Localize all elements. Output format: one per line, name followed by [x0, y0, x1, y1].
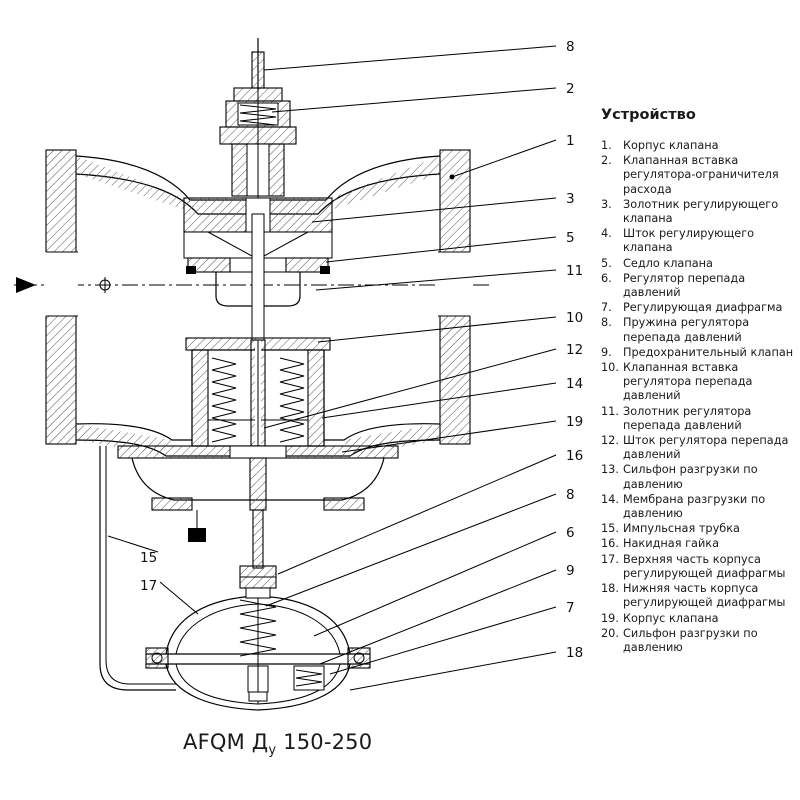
callout-number: 19 [566, 414, 583, 430]
top-stem-assembly [219, 38, 297, 200]
union-nut [239, 565, 277, 599]
flow-limiter-insert [183, 197, 333, 341]
callout-number: 11 [566, 263, 583, 279]
callout-number: 8 [566, 39, 575, 55]
callout-number: 7 [566, 600, 575, 616]
caption-subscript: у [268, 743, 277, 759]
legend-item: Шток регулятора перепада давлений [601, 434, 789, 462]
dp-regulator-insert [185, 337, 331, 447]
callout-number: 12 [566, 342, 583, 358]
callout-number: 8 [566, 487, 575, 503]
legend-item: Сильфон разгрузки по давлению [601, 463, 758, 491]
legend-item: Золотник регулятора перепада давлений [601, 404, 752, 432]
legend: Устройство Корпус клапана Клапанная вста… [601, 107, 795, 656]
legend-item: Седло клапана [601, 256, 713, 271]
callout-number: 17 [140, 578, 157, 594]
legend-item: Шток регулирующего клапана [601, 227, 755, 255]
callout-number: 15 [140, 550, 157, 566]
legend-item: Клапанная вставка регулятора-ограничител… [601, 154, 779, 196]
legend-item: Клапанная вставка регулятора перепада да… [601, 361, 753, 403]
callout-number: 9 [566, 563, 575, 579]
legend-title: Устройство [601, 107, 696, 123]
legend-item: Импульсная трубка [601, 522, 740, 536]
callout-number: 5 [566, 230, 575, 246]
impulse-tube [99, 446, 176, 691]
legend-item: Корпус клапана [601, 611, 719, 626]
callout-number: 3 [566, 191, 575, 207]
callout-number: 10 [566, 310, 583, 326]
diagram-caption: AFQM Ду 150-250 [183, 730, 372, 758]
callout-number: 6 [566, 525, 575, 541]
callout-number: 18 [566, 645, 583, 661]
legend-item: Регулирующая диафрагма [601, 301, 783, 315]
legend-item: Накидная гайка [601, 537, 720, 551]
legend-item: Предохранительный клапан [601, 345, 794, 360]
caption-prefix: AFQM Д [183, 730, 269, 754]
legend-item: Пружина регулятора перепада давлений [601, 316, 750, 344]
callout-number: 2 [566, 81, 575, 97]
legend-item: Золотник регулирующего клапана [601, 197, 779, 226]
legend-item: Регулятор перепада давлений [601, 271, 746, 300]
callout-number: 16 [566, 448, 583, 464]
legend-item: Корпус клапана [601, 139, 719, 153]
caption-suffix: 150-250 [276, 730, 373, 754]
callout-number: 1 [566, 133, 575, 149]
leader-lines [107, 45, 557, 691]
lower-bonnet [117, 445, 399, 569]
callout-number: 14 [566, 376, 583, 392]
callout-numbers: 8 2 1 3 5 11 10 12 14 19 16 8 6 9 7 18 1… [140, 39, 583, 661]
legend-item: Мембрана разгрузки по давлению [601, 492, 766, 521]
legend-item: Верхняя часть корпуса регулирующей диафр… [601, 552, 786, 580]
legend-item: Сильфон разгрузки по давлению [601, 626, 758, 654]
legend-item: Нижняя часть корпуса регулирующей диафра… [601, 582, 786, 610]
legend-list: Корпус клапана Клапанная вставка регулят… [601, 139, 795, 655]
setting-spring [239, 599, 277, 657]
diaphragm-housing [145, 595, 371, 711]
